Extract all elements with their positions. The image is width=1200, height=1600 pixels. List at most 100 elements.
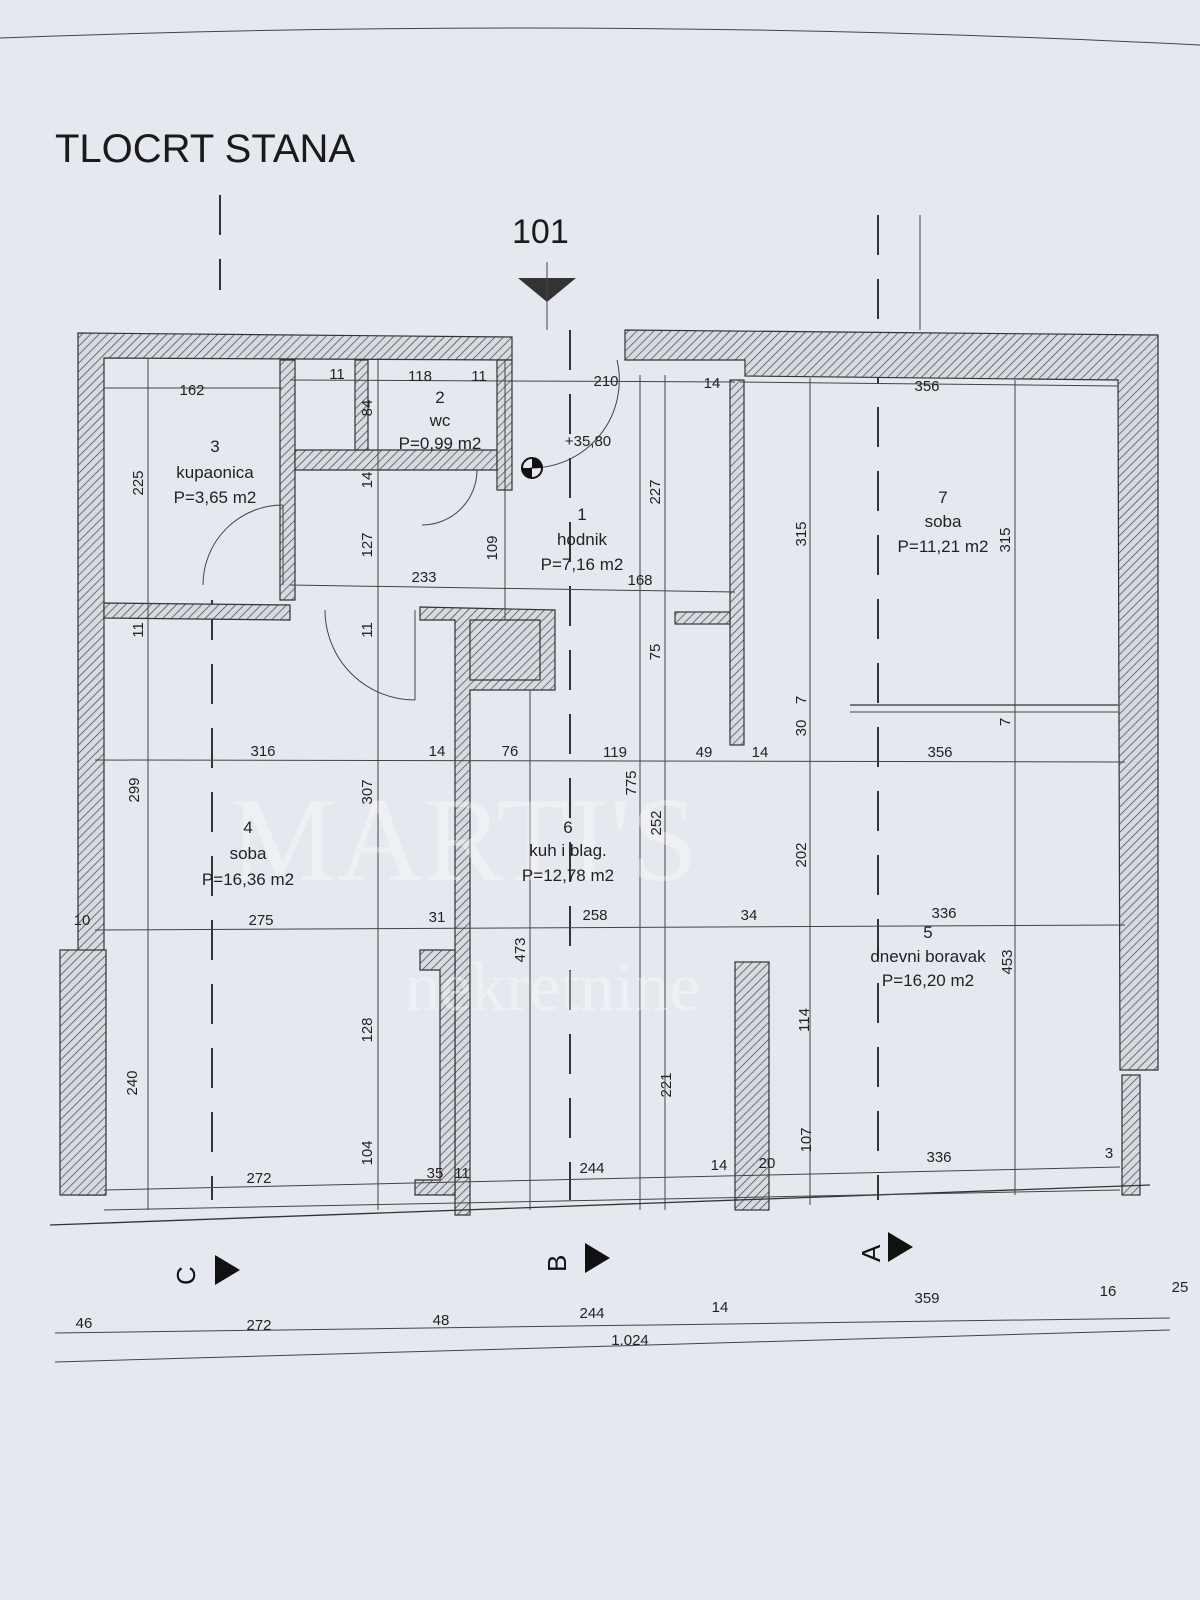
svg-text:227: 227 [647, 479, 664, 504]
svg-text:11: 11 [359, 622, 376, 638]
elevation-label: +35,80 [565, 433, 611, 450]
svg-text:202: 202 [793, 842, 810, 867]
svg-text:5: 5 [923, 923, 932, 942]
page-edge [0, 27, 1200, 46]
svg-text:7: 7 [938, 488, 947, 507]
svg-text:272: 272 [246, 1170, 271, 1187]
svg-text:P=3,65 m2: P=3,65 m2 [174, 488, 257, 507]
page-title: TLOCRT STANA [55, 127, 355, 171]
svg-text:316: 316 [250, 743, 275, 760]
svg-text:225: 225 [130, 470, 147, 495]
room-soba-7: 7 soba P=11,21 m2 [898, 488, 989, 556]
svg-text:162: 162 [179, 382, 204, 399]
svg-text:C: C [171, 1266, 201, 1285]
svg-text:11: 11 [130, 622, 147, 638]
svg-text:P=7,16 m2: P=7,16 m2 [541, 555, 624, 574]
svg-text:359: 359 [914, 1290, 939, 1307]
svg-text:356: 356 [927, 744, 952, 761]
svg-text:11: 11 [454, 1165, 470, 1182]
svg-text:kuh i blag.: kuh i blag. [529, 841, 607, 860]
svg-text:49: 49 [696, 744, 713, 761]
svg-text:14: 14 [359, 472, 376, 489]
svg-text:84: 84 [359, 400, 376, 417]
svg-text:336: 336 [931, 905, 956, 922]
svg-text:14: 14 [712, 1299, 729, 1316]
svg-text:11: 11 [329, 366, 345, 383]
svg-text:315: 315 [793, 521, 810, 546]
dimensions-total: 46 272 48 244 14 359 16 25 1.024 [76, 1279, 1189, 1349]
svg-text:109: 109 [484, 535, 501, 560]
svg-text:114: 114 [796, 1008, 813, 1032]
walls [59, 329, 1159, 1216]
svg-text:244: 244 [579, 1160, 604, 1177]
svg-text:127: 127 [359, 532, 376, 557]
svg-text:35: 35 [427, 1165, 444, 1182]
svg-text:soba: soba [230, 844, 267, 863]
door-wc [421, 469, 478, 526]
svg-text:1.024: 1.024 [611, 1332, 649, 1349]
svg-text:7: 7 [997, 718, 1014, 726]
dimensions-horizontal: 162 11 118 11 210 14 356 233 168 316 14 … [74, 366, 1114, 1187]
svg-text:48: 48 [433, 1312, 450, 1329]
svg-text:6: 6 [563, 818, 572, 837]
svg-text:hodnik: hodnik [557, 530, 608, 549]
svg-text:11: 11 [471, 368, 487, 385]
svg-text:kupaonica: kupaonica [176, 463, 254, 482]
svg-text:315: 315 [997, 527, 1014, 552]
svg-text:76: 76 [502, 743, 519, 760]
svg-text:B: B [542, 1255, 572, 1272]
svg-text:453: 453 [999, 949, 1016, 974]
svg-text:P=0,99 m2: P=0,99 m2 [399, 434, 482, 453]
svg-text:299: 299 [126, 777, 143, 802]
svg-text:16: 16 [1100, 1283, 1117, 1300]
svg-text:307: 307 [359, 779, 376, 804]
svg-text:244: 244 [579, 1305, 604, 1322]
room-dnevni-boravak: 5 dnevni boravak P=16,20 m2 [870, 923, 986, 990]
section-arrow-icon [585, 1243, 610, 1273]
svg-text:dnevni boravak: dnevni boravak [870, 947, 986, 966]
section-arrow-icon [215, 1255, 240, 1285]
door-soba-4 [324, 609, 416, 701]
svg-text:10: 10 [74, 912, 91, 929]
room-wc: 2 wc P=0,99 m2 [399, 388, 482, 453]
svg-text:14: 14 [711, 1157, 728, 1174]
svg-text:275: 275 [248, 912, 273, 929]
section-arrow-icon [888, 1232, 913, 1262]
svg-text:wc: wc [429, 411, 451, 430]
svg-text:240: 240 [124, 1070, 141, 1095]
svg-text:7: 7 [793, 696, 810, 704]
svg-text:119: 119 [603, 744, 627, 761]
svg-text:14: 14 [429, 743, 446, 760]
svg-text:473: 473 [512, 937, 529, 962]
room-hodnik: 1 hodnik P=7,16 m2 [541, 505, 624, 574]
svg-text:258: 258 [582, 907, 607, 924]
svg-text:128: 128 [359, 1017, 376, 1042]
svg-text:168: 168 [627, 572, 652, 589]
apartment-number: 101 [512, 213, 569, 251]
svg-text:25: 25 [1172, 1279, 1189, 1296]
room-kuhinja: 6 kuh i blag. P=12,78 m2 [522, 818, 614, 885]
svg-text:3: 3 [210, 437, 219, 456]
svg-text:31: 31 [429, 909, 446, 926]
watermark-logo: MARTI'S [230, 773, 698, 906]
svg-text:20: 20 [759, 1155, 776, 1172]
svg-text:107: 107 [798, 1127, 815, 1152]
svg-text:P=16,20 m2: P=16,20 m2 [882, 971, 974, 990]
svg-text:3: 3 [1105, 1145, 1113, 1162]
svg-text:34: 34 [741, 907, 758, 924]
section-marker-b: B [542, 1243, 610, 1273]
svg-text:30: 30 [793, 720, 810, 737]
section-marker-a: A [856, 1232, 913, 1262]
svg-text:soba: soba [925, 512, 962, 531]
svg-text:336: 336 [926, 1149, 951, 1166]
svg-text:46: 46 [76, 1315, 93, 1332]
watermark-sub: nekretnine [405, 949, 700, 1026]
svg-text:221: 221 [658, 1072, 675, 1097]
svg-text:A: A [856, 1244, 886, 1262]
svg-text:210: 210 [593, 373, 618, 390]
svg-text:2: 2 [435, 388, 444, 407]
svg-text:75: 75 [647, 644, 664, 661]
svg-text:P=16,36 m2: P=16,36 m2 [202, 870, 294, 889]
room-kupaonica: 3 kupaonica P=3,65 m2 [174, 437, 257, 507]
